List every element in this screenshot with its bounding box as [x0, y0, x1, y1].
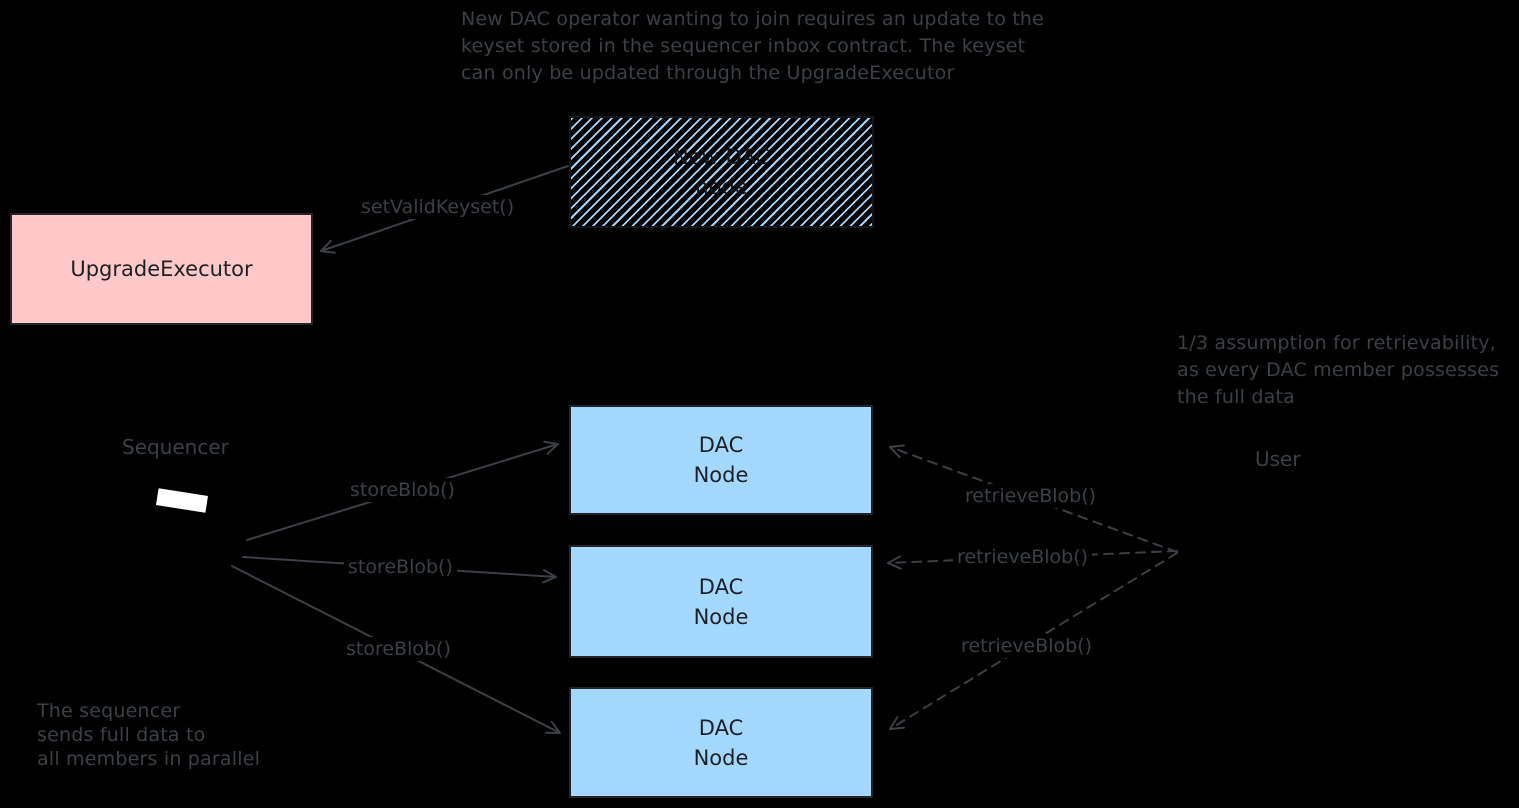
retrieve-blob-call-label: retrieveBlob()	[953, 545, 1093, 569]
store-blob-call-label: storeBlob()	[342, 637, 455, 661]
arrow-set-valid-keyset-head	[320, 240, 336, 254]
retrieve-blob-call-label: retrieveBlob()	[957, 634, 1097, 658]
arrow-retrieve-blob-3-head	[889, 716, 905, 730]
sequencer-label: Sequencer	[122, 435, 229, 459]
arrow-retrieve-blob-2-head	[887, 555, 902, 570]
annotation-parallel-send-note: The sequencer sends full data to all mem…	[37, 700, 261, 770]
store-blob-call-label: storeBlob()	[344, 555, 457, 579]
user-label: User	[1255, 447, 1301, 471]
dac-node-box: DAC Node	[569, 687, 873, 798]
arrow-store-blob-2-head	[542, 569, 557, 584]
store-blob-call-label: storeBlob()	[346, 478, 459, 502]
annotation-keyset-update-note: New DAC operator wanting to join require…	[461, 8, 1045, 84]
set-valid-keyset-call-label: setValidKeyset()	[357, 195, 519, 219]
upgrade-executor-box: UpgradeExecutor	[10, 213, 313, 325]
retrieve-blob-call-label: retrieveBlob()	[961, 484, 1101, 508]
arrow-store-blob-1-head	[543, 440, 559, 455]
annotation-retrievability-note: 1/3 assumption for retrievability, as ev…	[1177, 332, 1500, 408]
dac-node-box: DAC Node	[569, 545, 873, 658]
arrow-store-blob-3-head	[545, 720, 561, 734]
new-dac-node-box: New DAC node	[569, 116, 874, 228]
dac-node-box: DAC Node	[569, 405, 873, 515]
arrow-retrieve-blob-1-head	[889, 444, 905, 459]
